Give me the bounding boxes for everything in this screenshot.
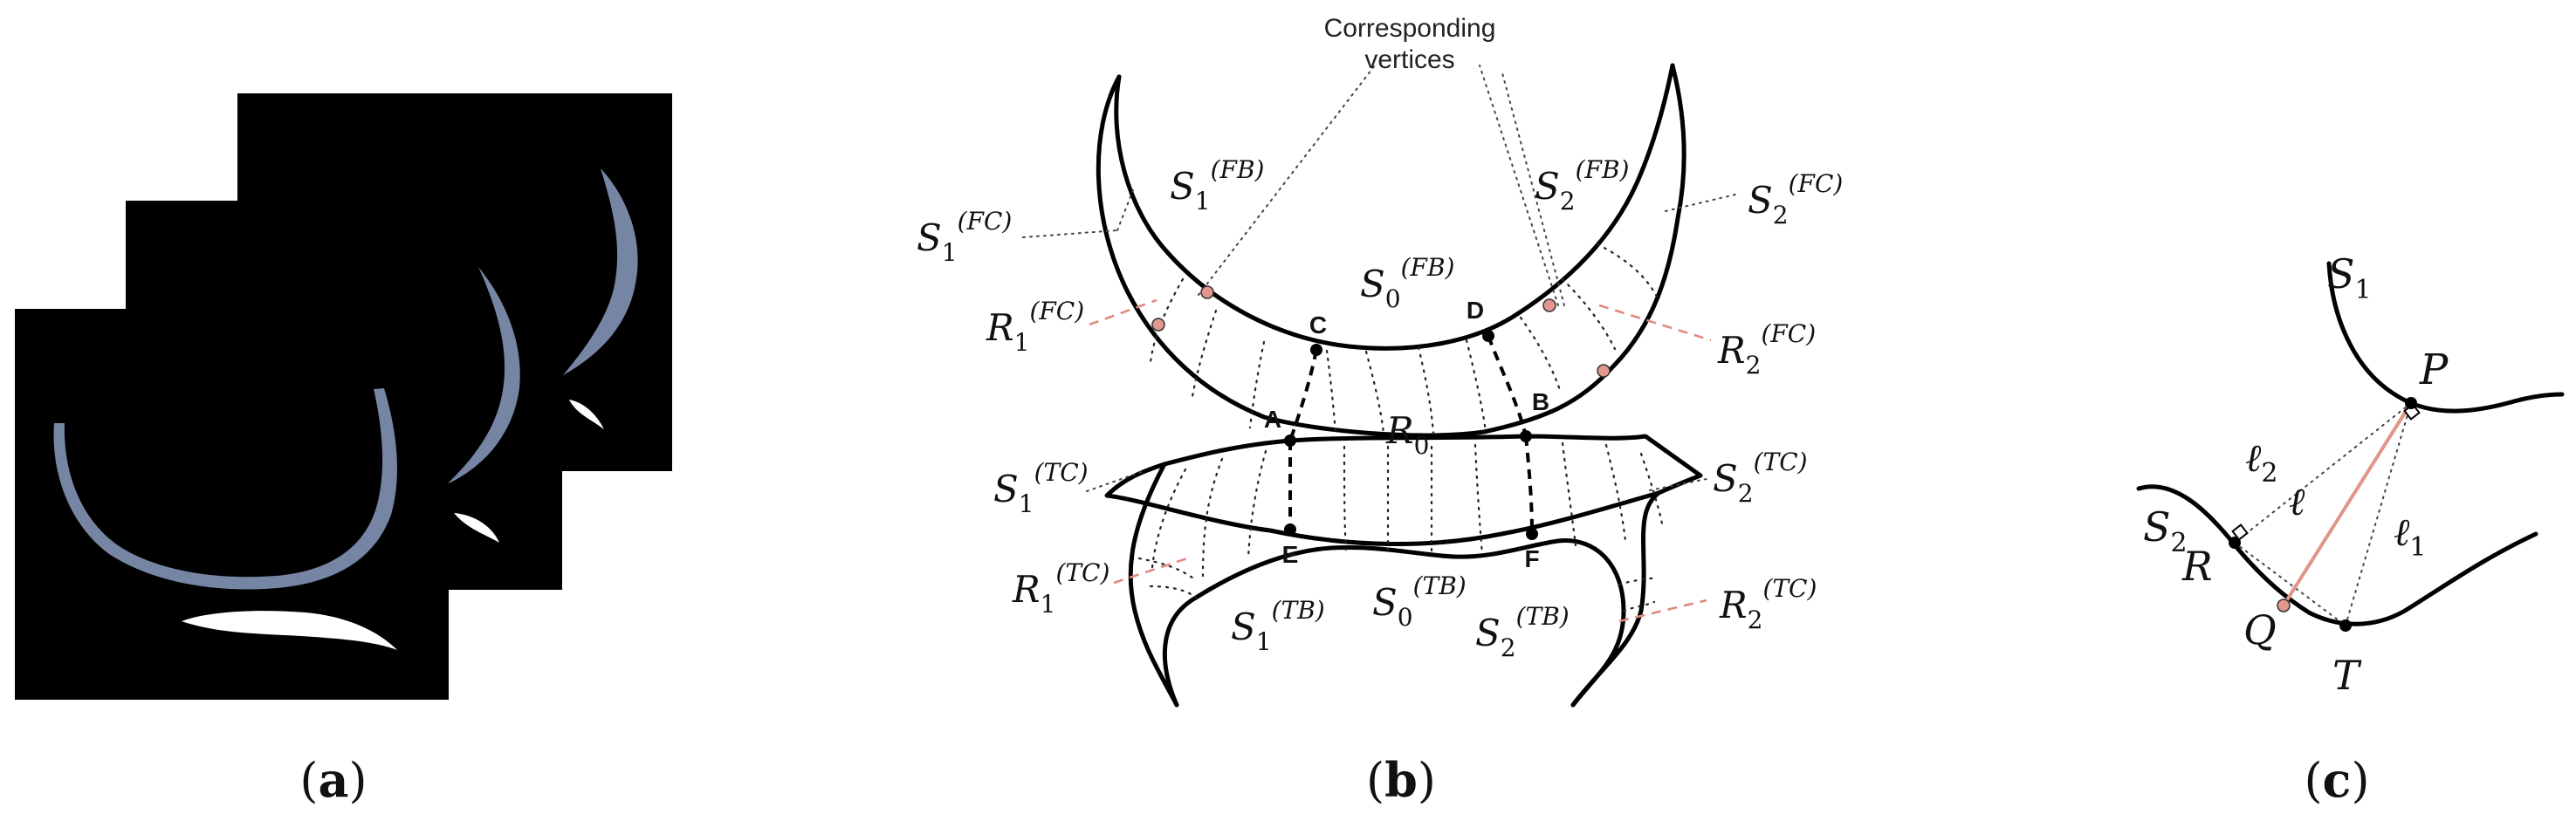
- leader-R2TC: [1618, 599, 1707, 623]
- label-S0FB: S0(FB): [1360, 253, 1454, 313]
- label-P: P: [2419, 346, 2449, 394]
- label-S2FC: S2(FC): [1748, 169, 1843, 229]
- leader-R2FC: [1598, 304, 1712, 342]
- tibia-right-side: [1570, 490, 1661, 708]
- corresponding-vertices-title-line2: vertices: [1364, 45, 1454, 74]
- label-R1TC: R1(TC): [1012, 558, 1109, 619]
- label-S0TB: S0(TB): [1372, 571, 1467, 632]
- label-S1FC: S1(FC): [917, 207, 1012, 267]
- point-R: [2229, 537, 2241, 549]
- dashed-C-A: [1288, 349, 1318, 441]
- point-F-label: F: [1524, 545, 1539, 572]
- label-S1: S1: [2327, 250, 2372, 305]
- point-D-label: D: [1467, 297, 1484, 324]
- label-Q: Q: [2243, 606, 2277, 653]
- label-l1: ℓ1: [2394, 510, 2426, 563]
- panel-b-caption: (b): [1366, 752, 1436, 808]
- label-S1FB: S1(FB): [1170, 155, 1264, 216]
- label-S2FB: S2(FB): [1535, 155, 1629, 216]
- dashed-D-B: [1487, 335, 1528, 437]
- label-S1TC: S1(TC): [993, 458, 1089, 518]
- line-R-T: [2234, 542, 2346, 626]
- corresponding-vertex-markers: [1151, 285, 1611, 378]
- tibia-upper-contour: [1104, 434, 1703, 547]
- label-S2TC: S2(TC): [1713, 448, 1808, 508]
- tibia-left-side: [1128, 462, 1179, 708]
- tibial-cartilage: [182, 611, 397, 650]
- panel-b: C D A B E F Corresponding vertices S1(FC…: [917, 14, 1843, 808]
- panel-c: S1 P S2 R Q T ℓ ℓ2 ℓ1 (c): [2136, 250, 2565, 808]
- femur-outer-contour: [1096, 63, 1686, 438]
- point-P: [2405, 397, 2417, 409]
- label-T: T: [2332, 652, 2362, 699]
- label-R: R: [2181, 543, 2213, 590]
- dashed-B-F: [1524, 435, 1534, 533]
- point-E-label: E: [1282, 541, 1299, 568]
- point-Q: [2277, 599, 2291, 612]
- label-S2: S2: [2143, 503, 2188, 558]
- right-angle-R: [2231, 523, 2249, 541]
- panel-c-caption: (c): [2304, 752, 2369, 808]
- label-R2TC: R2(TC): [1719, 574, 1817, 634]
- label-l: ℓ: [2289, 480, 2305, 524]
- correspondence-lines: [1137, 243, 1665, 612]
- mri-slice-front: [15, 309, 449, 700]
- label-l2: ℓ2: [2245, 436, 2277, 489]
- point-A-label: A: [1264, 406, 1281, 433]
- label-S2TB: S2(TB): [1475, 602, 1570, 662]
- point-B-label: B: [1532, 388, 1549, 415]
- math-labels: S1(FC) S1(FB) S2(FB) S2(FC) S0(FB) R1(FC…: [917, 155, 1843, 662]
- label-R1FC: R1(FC): [986, 297, 1084, 357]
- label-leaders: [1022, 65, 1740, 492]
- line-l2: [2234, 402, 2412, 544]
- landmark-points: [1284, 330, 1538, 540]
- label-S1TB: S1(TB): [1231, 596, 1325, 656]
- panel-a: (a): [15, 93, 672, 808]
- panel-a-caption: (a): [299, 752, 367, 808]
- point-C-label: C: [1309, 311, 1327, 339]
- line-l: [2282, 401, 2413, 607]
- label-R2FC: R2(FC): [1717, 319, 1816, 380]
- leader-R1FC: [1089, 298, 1157, 326]
- curve-S2: [2136, 484, 2538, 626]
- leader-R1TC: [1113, 557, 1188, 585]
- curve-S1: [2326, 261, 2565, 414]
- corresponding-vertices-title-line1: Corresponding: [1324, 14, 1496, 43]
- point-T: [2339, 619, 2352, 632]
- label-R0: R0: [1385, 409, 1429, 460]
